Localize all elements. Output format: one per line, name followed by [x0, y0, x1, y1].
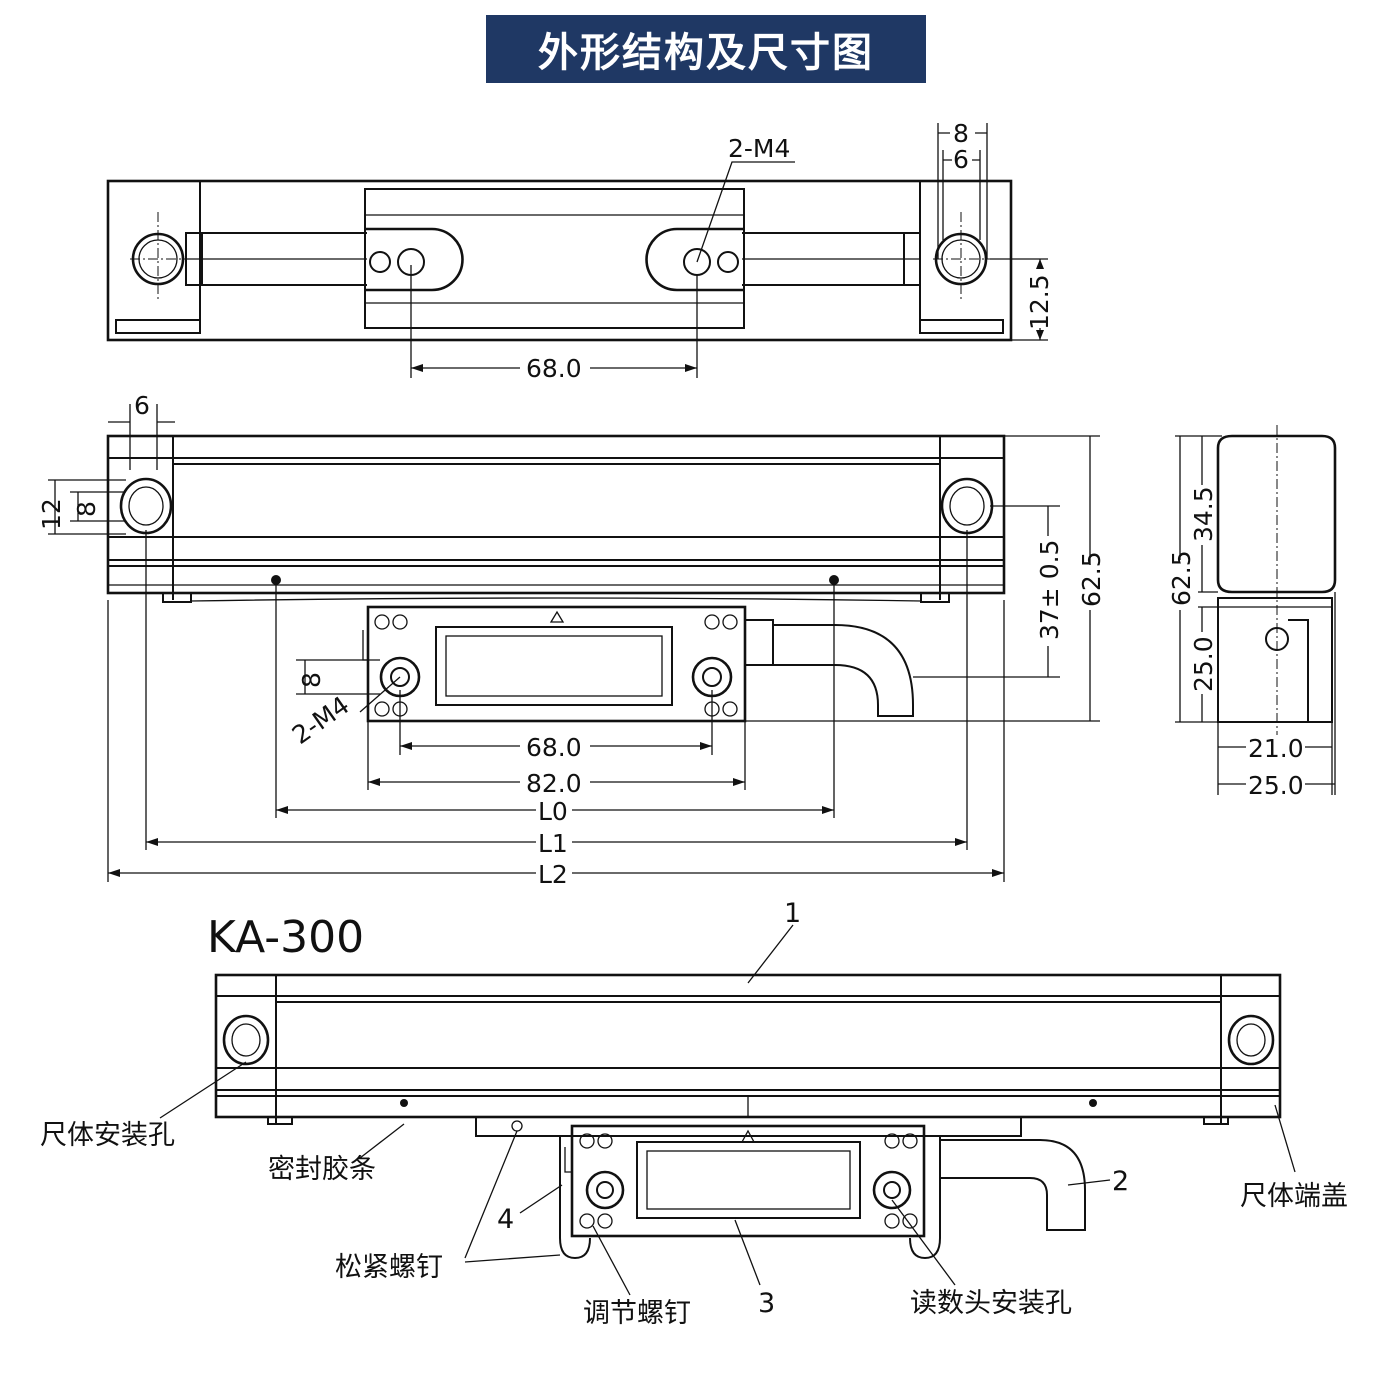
label-adjusting-screw: 调节螺钉: [583, 1298, 691, 1329]
dim-front-12: 12: [37, 498, 66, 530]
label-locking-screw: 松紧螺钉: [335, 1252, 443, 1283]
part-num-3: 3: [758, 1288, 775, 1319]
dim-side-25-0-h: 25.0: [1248, 771, 1304, 800]
dim-side-25-0-v: 25.0: [1189, 636, 1218, 692]
dim-front-8: 8: [72, 501, 101, 517]
part-num-4: 4: [497, 1204, 514, 1235]
reader-head-assembly: [570, 1124, 926, 1238]
front-hole-label: 2-M4: [287, 690, 355, 750]
page-title: 外形结构及尺寸图: [486, 15, 926, 83]
dim-side-34-5: 34.5: [1189, 486, 1218, 542]
dim-front-82: 82.0: [526, 769, 582, 798]
front-view: 6 12 8 8 2-M4 68.0 82.0 L0 L1 L2 37± 0.5…: [37, 391, 1106, 889]
top-view-body: [106, 179, 1013, 342]
reader-head-front: [366, 605, 747, 723]
right-slot: [645, 227, 744, 292]
label-reader-mount-hole: 读数头安装孔: [910, 1288, 1072, 1319]
part-num-1: 1: [784, 898, 801, 929]
callouts: 1 尺体安装孔 密封胶条 松紧螺钉 4 调节螺钉 3 读数头安装孔 2 尺体端盖: [40, 898, 1348, 1329]
dim-L1: L1: [538, 829, 568, 858]
label-seal-strip: 密封胶条: [268, 1154, 376, 1185]
dim-head-8: 8: [297, 672, 326, 688]
dim-side-21-0: 21.0: [1248, 734, 1304, 763]
top-hole-label: 2-M4: [728, 134, 790, 163]
dim-L0: L0: [538, 797, 568, 826]
label-end-cap: 尺体端盖: [1240, 1181, 1348, 1212]
left-slot: [365, 227, 464, 292]
dim-side-62-5: 62.5: [1167, 550, 1196, 606]
model-label: KA-300: [207, 912, 364, 963]
dim-L2: L2: [538, 860, 568, 889]
dim-front-68: 68.0: [526, 733, 582, 762]
label-scale-mount-hole: 尺体安装孔: [40, 1120, 175, 1151]
top-view: 2-M4 68.0 8 6 12.5: [106, 119, 1054, 383]
dim-top-68: 68.0: [526, 354, 582, 383]
dim-top-8: 8: [953, 119, 969, 148]
dim-top-12-5: 12.5: [1025, 274, 1054, 330]
assembly-view: [214, 973, 1282, 1260]
dim-37: 37± 0.5: [1035, 540, 1064, 640]
dim-front-62-5: 62.5: [1077, 551, 1106, 607]
dim-top-6: 6: [953, 145, 969, 174]
side-view: 62.5 34.5 25.0 21.0 25.0: [1167, 425, 1337, 800]
dim-front-6: 6: [134, 391, 150, 420]
part-num-2: 2: [1112, 1166, 1129, 1197]
